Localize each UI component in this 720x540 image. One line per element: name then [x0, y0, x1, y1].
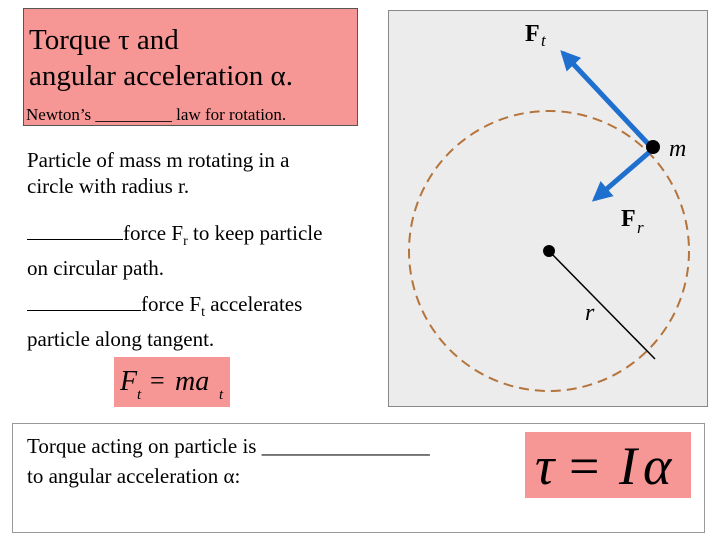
paragraph3-line1: force Ft accelerates — [27, 291, 302, 326]
title-box: Torque τ and angular acceleration α. New… — [23, 8, 358, 126]
mass-label: m — [669, 136, 686, 162]
paragraph2-text: force F — [123, 221, 184, 245]
radius-line — [548, 250, 656, 360]
torque-line1-blank: ________________ — [261, 434, 430, 458]
eq2-equals: = — [569, 436, 599, 496]
diagram-svg: F t m F r r — [408, 21, 690, 392]
equation-tangential-svg: F t = ma t — [119, 366, 224, 403]
radius-label: r — [585, 300, 595, 326]
particle-dot — [646, 140, 660, 154]
paragraph2-subscript: r — [183, 234, 188, 250]
eq2-inertia: I — [618, 436, 640, 496]
torque-line1-text: Torque acting on particle is — [27, 434, 262, 458]
eq1-lhs: F — [119, 366, 138, 397]
paragraph3-subscript: t — [201, 305, 205, 321]
torque-line2: to angular acceleration α: — [27, 464, 241, 488]
title-line-2: angular acceleration α. — [29, 60, 293, 92]
paragraph3-suffix: accelerates — [204, 292, 303, 316]
torque-line1: Torque acting on particle is ___________… — [27, 431, 430, 461]
circular-path — [408, 110, 690, 392]
title-subtitle: Newton’s _________ law for rotation. — [26, 105, 286, 125]
center-dot — [543, 245, 555, 257]
fr-subscript: r — [637, 218, 644, 237]
paragraph1-line1: Particle of mass m rotating in a — [27, 148, 290, 172]
equation-tangential-force: F t = ma t — [114, 357, 230, 407]
equation-torque: τ = I α — [525, 432, 691, 498]
paragraph-tangential-force: force Ft accelerates particle along tang… — [27, 291, 302, 352]
eq1-rhs-sub: t — [219, 387, 224, 403]
paragraph3-line2: particle along tangent. — [27, 327, 215, 352]
eq1-lhs-sub: t — [137, 387, 142, 403]
fill-in-blank — [27, 220, 123, 240]
torque-statement: Torque acting on particle is ___________… — [27, 431, 430, 491]
paragraph3-text: force F — [141, 292, 202, 316]
subtitle-before: Newton’s — [26, 105, 96, 124]
eq2-tau: τ — [535, 436, 556, 496]
subtitle-blank: _________ — [95, 105, 172, 124]
paragraph2-suffix: to keep particle — [187, 221, 323, 245]
paragraph2-line1: force Fr to keep particle — [27, 220, 322, 255]
rotation-diagram: F t m F r r — [388, 10, 708, 407]
eq1-equals: = — [150, 366, 165, 395]
title-line-1: Torque τ and — [29, 24, 179, 56]
fr-label: F — [621, 206, 636, 232]
equation-torque-svg: τ = I α — [535, 436, 673, 496]
tangential-force-arrow — [560, 50, 655, 151]
eq2-alpha: α — [643, 436, 673, 496]
radial-force-arrow — [591, 147, 655, 202]
torque-statement-box: Torque acting on particle is ___________… — [12, 423, 705, 533]
fill-in-blank — [27, 291, 141, 311]
eq1-rhs: ma — [175, 366, 209, 397]
ft-subscript: t — [541, 31, 547, 50]
ft-label: F — [525, 21, 540, 47]
paragraph1-line2: circle with radius r. — [27, 174, 190, 198]
paragraph-mass-radius: Particle of mass m rotating in a circle … — [27, 147, 289, 199]
paragraph2-line2: on circular path. — [27, 256, 165, 281]
paragraph-radial-force: force Fr to keep particle on circular pa… — [27, 220, 322, 281]
subtitle-after: law for rotation. — [171, 105, 287, 124]
